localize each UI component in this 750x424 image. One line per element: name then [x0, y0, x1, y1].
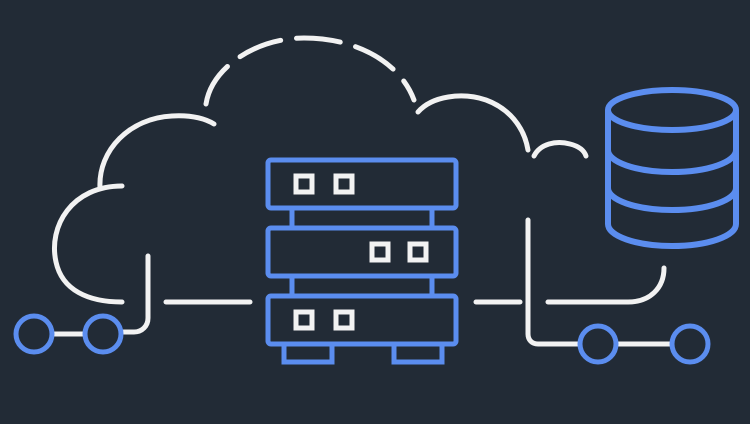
network-node-right [525, 217, 711, 365]
server-led [407, 241, 429, 263]
server-unit-middle [265, 225, 459, 279]
right-connector-line [525, 217, 581, 347]
network-node-icon [13, 313, 55, 355]
server-led [369, 241, 391, 263]
server-foot-left [281, 341, 335, 365]
server-unit-bottom [265, 293, 459, 347]
server-rack-icon [265, 157, 459, 365]
server-led [293, 309, 315, 331]
cloud-right-curl [531, 140, 589, 159]
server-foot-right [391, 341, 445, 365]
network-node-icon [669, 323, 711, 365]
database-ring-1 [605, 149, 739, 176]
server-led [293, 173, 315, 195]
cloud-right-lobe [415, 93, 531, 153]
database-ring-2 [605, 187, 739, 214]
network-node-left [13, 253, 151, 355]
database-body [605, 110, 739, 250]
server-led [333, 309, 355, 331]
left-connector-line [119, 253, 151, 335]
database-icon [605, 87, 739, 250]
cloud-database-connector [545, 265, 667, 305]
server-indicators [293, 173, 429, 331]
cloud-icon [52, 35, 667, 305]
server-unit-top [265, 157, 459, 211]
server-led [333, 173, 355, 195]
cloud-upper-left-arc [97, 113, 217, 191]
network-node-icon [577, 323, 619, 365]
cloud-top-dashed-arc [203, 35, 417, 107]
cloud-left-lobe [52, 183, 125, 305]
network-node-icon [82, 313, 124, 355]
